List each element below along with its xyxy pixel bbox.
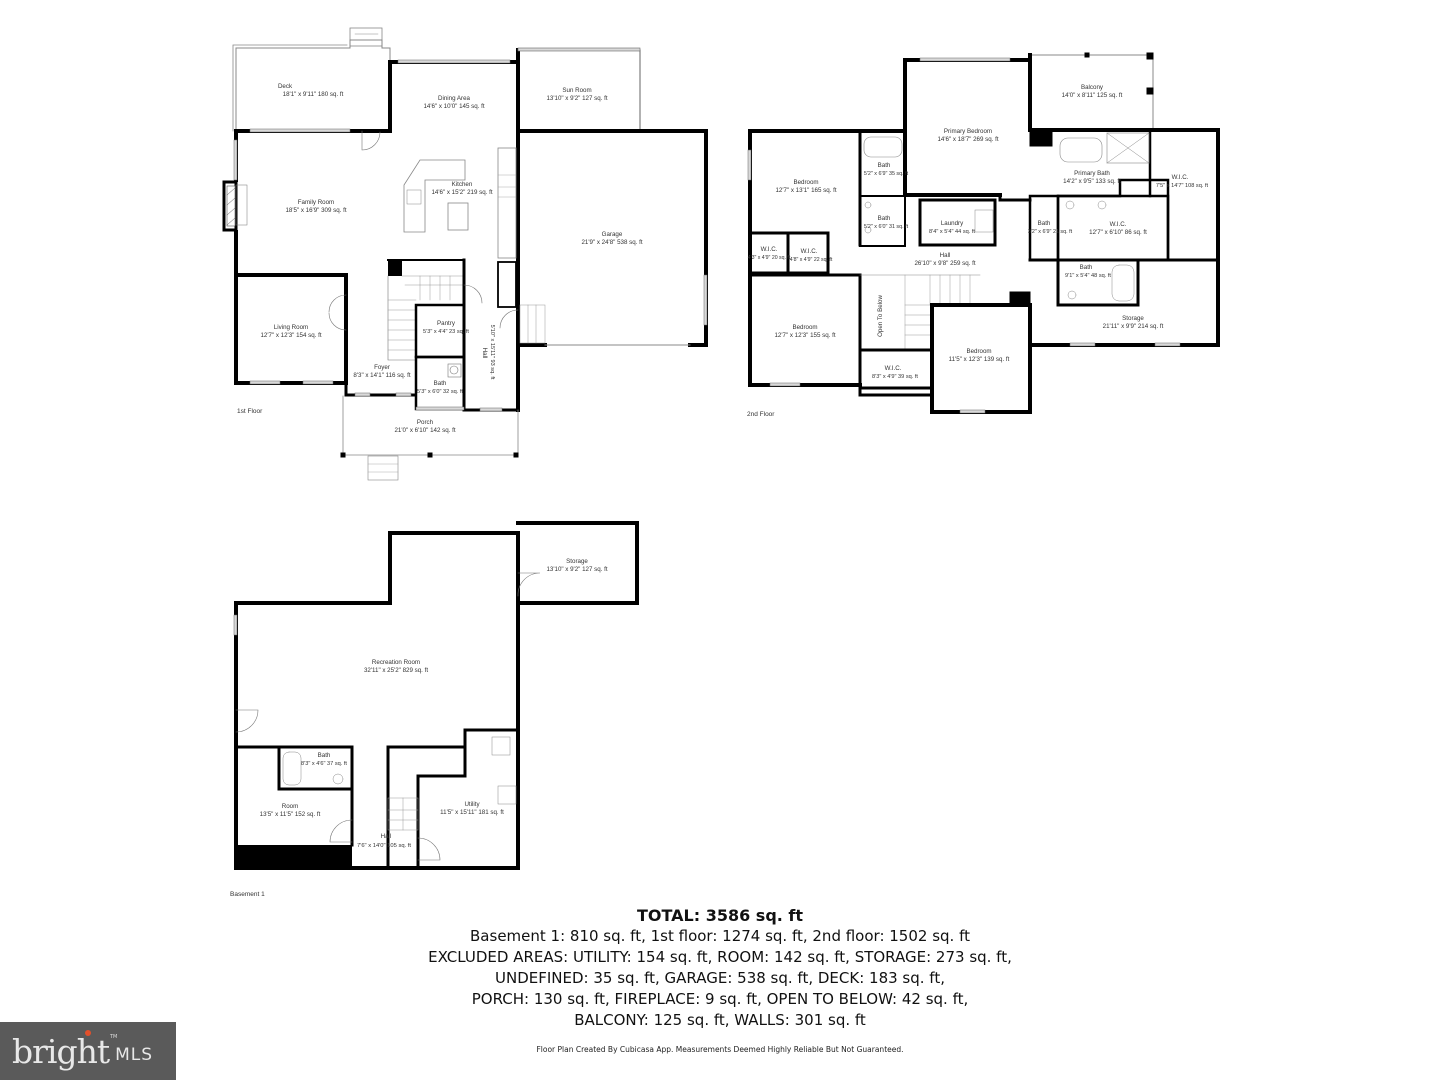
room-name: Garage [602,231,623,238]
logo-trademark: TM [110,1034,118,1040]
room-dims: 8'3" x 4'6" 37 sq. ft [301,761,347,767]
room-dims: 8'4" x 5'4" 44 sq. ft [929,229,975,235]
summary-line: UNDEFINED: 35 sq. ft, GARAGE: 538 sq. ft… [495,969,945,987]
basement-plan [233,521,639,870]
room-dims: 13'10" x 9'2" 127 sq. ft [546,566,607,573]
room-dims: 8'3" x 4'9" 39 sq. ft [872,374,918,380]
room-name: Family Room [298,199,334,206]
total-area: TOTAL: 3586 sq. ft [636,906,804,925]
room-name: Open To Below [877,295,884,337]
room-dims: 14'6" x 18'7" 269 sq. ft [937,136,998,143]
floor-label-basement: Basement 1 [230,891,265,898]
room-name: Bath [878,162,891,169]
room-dims: 14'0" x 8'11" 125 sq. ft [1062,92,1123,99]
room-dims: 32'11" x 25'2" 829 sq. ft [364,667,428,674]
floor-label-second: 2nd Floor [747,411,775,418]
logo-suffix: MLS [115,1045,154,1065]
room-dims: 7'5" x 14'7" 108 sq. ft [1156,183,1209,189]
room-dims: 21'11" x 9'9" 214 sq. ft [1103,323,1164,330]
room-dims: 5'2" x 6'9" 35 sq. ft [864,171,909,177]
room-name: Bath [878,215,891,222]
room-name: Hall [481,348,488,359]
room-name: Recreation Room [372,659,420,666]
room-name: Foyer [374,364,390,371]
room-name: Bath [434,380,447,387]
room-dims: 21'9" x 24'8" 538 sq. ft [581,239,642,246]
summary-line: PORCH: 130 sq. ft, FIREPLACE: 9 sq. ft, … [471,990,969,1008]
room-name: W.I.C. [761,246,778,253]
room-dims: 21'0" x 6'10" 142 sq. ft [394,427,455,434]
room-dims: 5'10" x 15'11" 93 sq. ft [489,325,495,380]
logo-accent-dot [85,1030,91,1036]
room-dims: 13'5" x 11'5" 152 sq. ft [260,811,321,818]
room-dims: 11'5" x 15'11" 181 sq. ft [440,809,504,816]
room-name: Utility [464,801,480,808]
floor-plan-drawing: Deck 18'1" x 9'11" 180 sq. ft Dining Are… [222,27,1220,898]
room-name: W.I.C. [801,248,818,255]
room-name: Primary Bedroom [944,128,992,135]
room-name: W.I.C. [1110,221,1127,228]
summary-line: BALCONY: 125 sq. ft, WALLS: 301 sq. ft [574,1011,866,1029]
room-dims: 14'6" x 10'0" 145 sq. ft [423,103,484,110]
room-name: Laundry [941,220,964,227]
room-dims: 14'2" x 9'5" 133 sq. ft [1063,178,1121,185]
summary-line: EXCLUDED AREAS: UTILITY: 154 sq. ft, ROO… [428,948,1012,966]
room-name: Hall [381,833,392,840]
room-dims: 12'7" x 6'10" 86 sq. ft [1089,229,1147,236]
bright-mls-logo: bright TM MLS [0,1022,176,1080]
second-floor-labels: Primary Bedroom 14'6" x 18'7" 269 sq. ft… [747,84,1209,418]
room-name: Room [282,803,299,810]
room-dims: 12'7" x 12'3" 154 sq. ft [260,332,321,339]
room-dims: 9'1" x 5'4" 48 sq. ft [1065,273,1111,279]
room-name: Bedroom [792,324,817,331]
room-name: Primary Bath [1074,170,1110,177]
room-name: Pantry [437,320,456,327]
disclaimer: Floor Plan Created By Cubicasa App. Meas… [536,1045,904,1054]
floor-label-first: 1st Floor [237,408,263,415]
room-dims: 5'3" x 6'0" 32 sq. ft [417,389,463,395]
room-dims: 18'1" x 9'11" 180 sq. ft [283,91,344,98]
room-name: W.I.C. [1172,174,1189,181]
room-dims: 18'5" x 16'9" 309 sq. ft [285,207,346,214]
room-name: Bath [318,752,331,759]
room-dims: 12'7" x 12'3" 155 sq. ft [774,332,835,339]
room-name: Deck [278,83,293,90]
first-floor-plan [222,27,708,481]
room-dims: 13'10" x 9'2" 127 sq. ft [546,95,607,102]
room-name: Balcony [1081,84,1104,91]
room-name: Bath [1080,264,1093,271]
room-name: Living Room [274,324,308,331]
room-dims: 26'10" x 9'8" 259 sq. ft [914,260,975,267]
basement-labels: Storage 13'10" x 9'2" 127 sq. ft Recreat… [230,558,608,898]
first-floor-labels: Deck 18'1" x 9'11" 180 sq. ft Dining Are… [237,83,643,434]
room-dims: 11'5" x 12'3" 139 sq. ft [949,356,1010,363]
room-name: Bedroom [793,179,818,186]
room-dims: 7'6" x 14'0" 105 sq. ft [357,843,411,849]
summary-line: Basement 1: 810 sq. ft, 1st floor: 1274 … [470,927,970,945]
room-name: Bath [1038,220,1051,227]
room-name: Kitchen [452,181,473,188]
room-dims: 12'7" x 13'1" 165 sq. ft [775,187,836,194]
room-name: Dining Area [438,95,471,102]
area-summary: TOTAL: 3586 sq. ft Basement 1: 810 sq. f… [320,905,1120,1031]
room-dims: 5'3" x 4'4" 23 sq. ft [423,329,469,335]
room-dims: 3'2" x 6'9" 21 sq. ft [1028,229,1073,235]
room-dims: 5'2" x 6'0" 31 sq. ft [864,224,909,230]
room-name: W.I.C. [885,365,902,372]
room-dims: 14'6" x 15'2" 219 sq. ft [431,189,492,196]
room-name: Sun Room [562,87,591,94]
room-name: Hall [940,252,951,259]
room-dims: 4'8" x 4'9" 22 sq. ft [790,257,833,263]
second-floor-plan [747,52,1220,414]
room-dims: 8'3" x 14'1" 116 sq. ft [353,372,410,379]
room-name: Bedroom [966,348,991,355]
room-name: Storage [1122,315,1144,322]
room-name: Porch [417,419,434,426]
room-name: Storage [566,558,588,565]
logo-brand: bright [12,1031,110,1071]
room-dims: 4'3" x 4'9" 20 sq. ft [748,255,791,261]
